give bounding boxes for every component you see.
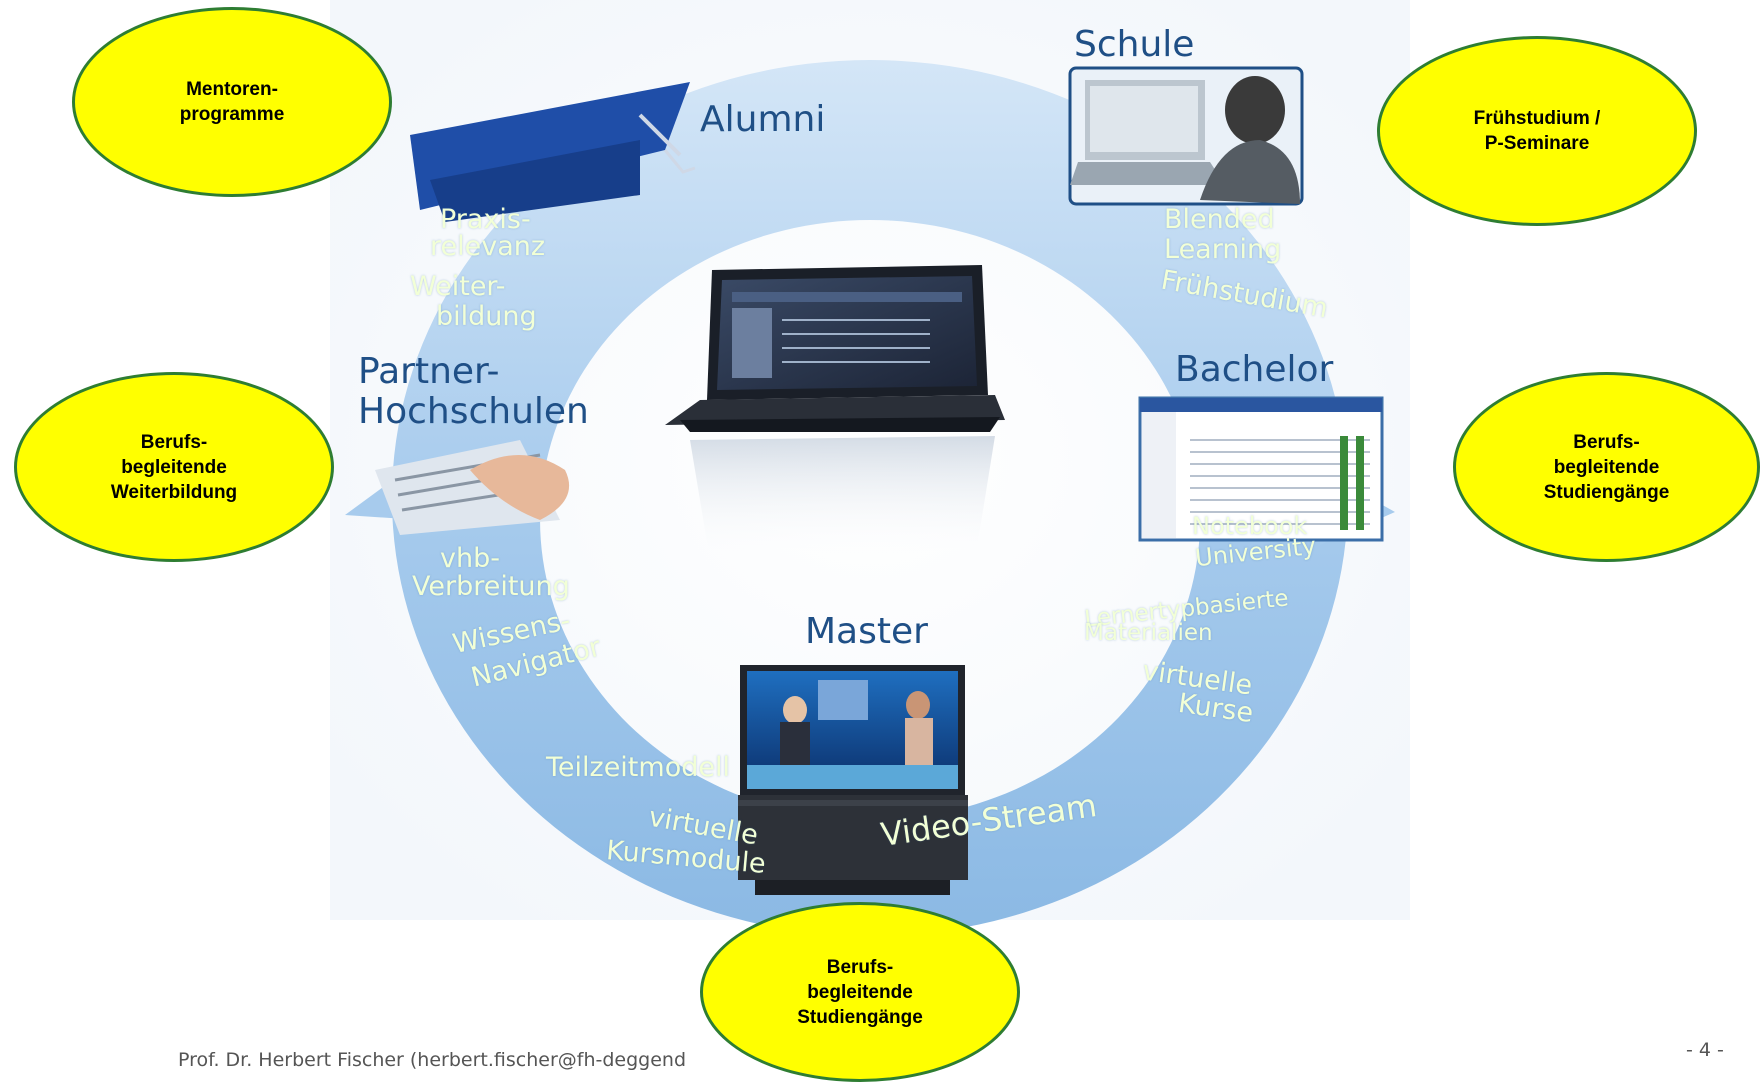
bubble-fruehstudium: Frühstudium / P-Seminare (1377, 36, 1697, 226)
ring-label-praxis: Praxis- (440, 204, 531, 235)
bubble-text: Weiterbildung (110, 481, 238, 503)
bubble-text: P-Seminare (1484, 133, 1590, 154)
keyboard-hand-image (375, 440, 570, 535)
stage-label-bachelor: Bachelor (1175, 349, 1334, 390)
ring-label-bildung: bildung (436, 301, 537, 332)
ring-label-notebook: Notebook (1192, 512, 1308, 540)
ring-label-learning: Learning (1164, 234, 1282, 265)
graduation-cap-icon (410, 82, 696, 222)
bubble-text: Studiengänge (1543, 481, 1670, 503)
bubble-text: Berufs- (826, 956, 894, 978)
ring-label-materialien: Materialien (1084, 620, 1213, 646)
bubble-text: begleitende (121, 456, 227, 478)
course-webpage-screenshot (1138, 396, 1384, 542)
stage-label-alumni: Alumni (700, 99, 826, 140)
bubble-text: Berufs- (140, 431, 208, 453)
stage-label-hochschulen: Hochschulen (358, 391, 589, 432)
bubble-text: Studiengänge (797, 1006, 923, 1028)
ring-label-teilzeitmodell: Teilzeitmodell (546, 752, 730, 783)
page-number: - 4 - (1686, 1039, 1724, 1061)
bubble-text: Frühstudium / (1473, 108, 1601, 129)
ring-label-vhb: vhb- (440, 543, 500, 574)
ring-label-relevanz: relevanz (430, 231, 546, 262)
stage-label-partner: Partner- (358, 351, 500, 392)
ring-label-verbreitung: Verbreitung (412, 571, 570, 602)
student-laptop-photo (1068, 66, 1304, 206)
footer-author: Prof. Dr. Herbert Fischer (herbert.fisch… (178, 1049, 687, 1071)
bubble-mentorenprogramme: Mentoren-programme (72, 7, 392, 197)
bubble-text: begleitende (807, 981, 913, 1003)
tv-studio-image (738, 665, 968, 895)
ring-label-blended: Blended (1164, 204, 1275, 235)
bubble-text: Mentoren- (186, 79, 278, 100)
bubble-text: begleitende (1553, 456, 1660, 478)
stage-label-master: Master (805, 611, 928, 652)
lifecycle-ring (391, 60, 1348, 937)
ring-label-weiter: Weiter- (410, 271, 506, 302)
bubble-text: programme (179, 104, 285, 125)
bubble-text: Berufs- (1573, 431, 1640, 453)
center-laptop-image (665, 265, 1005, 560)
stage-label-schule: Schule (1074, 24, 1195, 65)
